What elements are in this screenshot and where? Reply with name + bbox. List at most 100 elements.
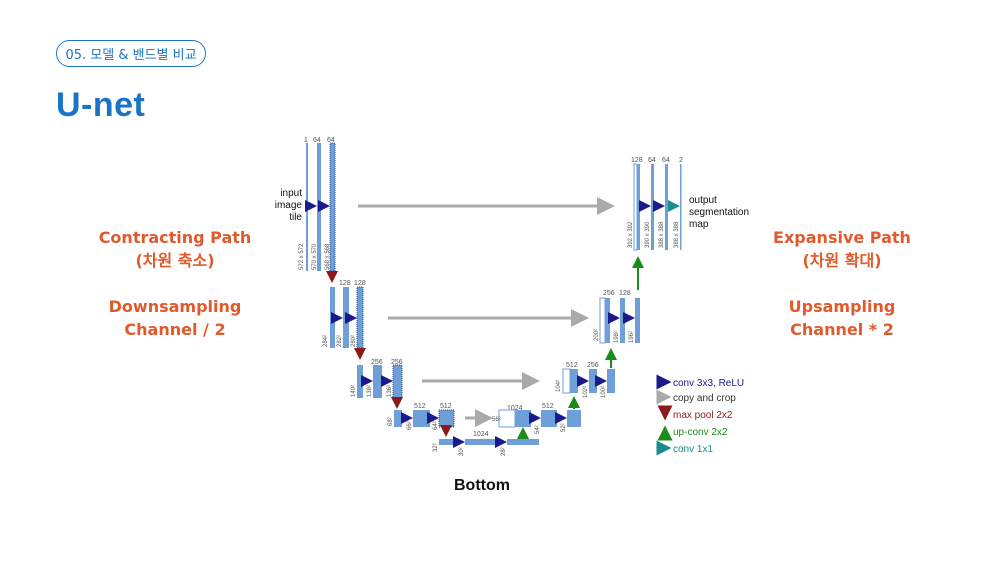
legend-conv1x1-label: conv 1x1	[673, 444, 713, 455]
size-label: 200²	[594, 329, 600, 341]
legend-copy-label: copy and crop	[673, 393, 736, 404]
feature-block	[680, 164, 682, 250]
feature-block	[343, 287, 349, 348]
feature-block	[465, 439, 497, 445]
input-label-line: input	[280, 188, 302, 199]
channel-label: 512	[414, 403, 426, 410]
size-label: 392 x 392	[628, 221, 634, 248]
bottom-label: Bottom	[454, 477, 510, 494]
size-label: 138²	[367, 385, 373, 397]
channel-label: 256	[587, 362, 599, 369]
size-label: 198²	[614, 331, 620, 343]
feature-block	[330, 287, 335, 348]
input-label-line: tile	[289, 212, 302, 223]
legend-upconv-label: up-conv 2x2	[673, 427, 728, 438]
size-label: 30²	[459, 447, 465, 456]
channel-label: 64	[662, 157, 670, 164]
contracting-path-subtitle: (차원 축소)	[135, 251, 215, 270]
feature-block	[329, 142, 336, 272]
size-label: 28²	[501, 447, 507, 456]
page-title: U-net	[56, 86, 146, 124]
feature-block	[620, 298, 625, 343]
channel-label: 64	[648, 157, 656, 164]
channel-label: 128	[631, 157, 643, 164]
expansive-path-subtitle: (차원 확대)	[802, 251, 882, 270]
size-label: 388 x 388	[674, 221, 680, 248]
downsampling-subtitle: Channel / 2	[124, 320, 226, 339]
downsampling-label: Downsampling Channel / 2	[80, 295, 270, 341]
output-label-line: segmentation	[689, 207, 749, 218]
size-label: 54²	[535, 425, 541, 434]
feature-block	[651, 164, 654, 250]
size-label: 104²	[556, 380, 562, 392]
channel-label: 256	[371, 359, 383, 366]
input-label-line: image	[275, 200, 303, 211]
size-label: 52²	[561, 423, 567, 432]
size-label: 196²	[629, 331, 635, 343]
channel-label: 56²	[492, 417, 501, 423]
size-label: 282²	[337, 335, 343, 347]
feature-block	[413, 410, 430, 427]
feature-block	[392, 364, 403, 399]
size-label: 140²	[351, 385, 357, 397]
feature-block	[567, 410, 581, 427]
upsampling-label: Upsampling Channel * 2	[752, 295, 932, 341]
expansive-path-label: Expansive Path (차원 확대)	[752, 226, 932, 272]
feature-block	[515, 410, 531, 427]
channel-label: 512	[542, 403, 554, 410]
feature-block	[605, 298, 610, 343]
feature-block	[507, 439, 539, 445]
channel-label: 256	[603, 290, 615, 297]
feature-block	[589, 369, 597, 393]
feature-block	[306, 143, 308, 271]
size-label: 568 x 568	[325, 243, 331, 270]
channel-label: 256	[391, 359, 403, 366]
output-label-line: output	[689, 195, 717, 206]
section-pill: 05. 모델 & 밴드별 비교	[56, 40, 206, 67]
size-label: 280²	[351, 335, 357, 347]
expansive-path-title: Expansive Path	[773, 228, 911, 247]
size-label: 32²	[433, 443, 439, 452]
channel-label: 1024	[507, 405, 523, 412]
feature-block	[438, 409, 455, 428]
size-label: 102²	[583, 386, 589, 398]
size-label: 570 x 570	[312, 243, 318, 270]
channel-label: 1024	[473, 431, 489, 438]
feature-block	[394, 410, 402, 427]
size-label: 100²	[601, 386, 607, 398]
upsampling-subtitle: Channel * 2	[790, 320, 894, 339]
size-label: 66²	[407, 421, 413, 430]
feature-block	[635, 298, 640, 343]
channel-label: 64	[327, 137, 335, 144]
feature-block	[439, 439, 454, 445]
feature-block	[570, 369, 578, 393]
contracting-path-title: Contracting Path	[98, 228, 252, 247]
size-label: 390 x 390	[645, 221, 651, 248]
feature-block	[357, 365, 363, 398]
channel-label: 512	[566, 362, 578, 369]
legend-conv-label: conv 3x3, ReLU	[673, 378, 744, 389]
size-label: 284²	[323, 335, 329, 347]
channel-label: 512	[440, 403, 452, 410]
output-label-line: map	[689, 219, 709, 230]
upsampling-title: Upsampling	[788, 297, 896, 316]
channel-label: 128	[354, 280, 366, 287]
feature-block	[541, 410, 557, 427]
feature-block	[356, 286, 364, 349]
size-label: 572 x 572	[299, 243, 305, 270]
contracting-path-label: Contracting Path (차원 축소)	[80, 226, 270, 272]
feature-block	[607, 369, 615, 393]
feature-block	[498, 409, 516, 428]
channel-label: 128	[339, 280, 351, 287]
downsampling-title: Downsampling	[108, 297, 242, 316]
feature-block	[637, 164, 640, 250]
channel-label: 1	[304, 137, 308, 144]
feature-block	[599, 297, 606, 344]
size-label: 64²	[433, 421, 439, 430]
channel-label: 128	[619, 290, 631, 297]
size-label: 388 x 388	[659, 221, 665, 248]
feature-block	[562, 368, 571, 394]
feature-block	[633, 163, 638, 251]
size-label: 68²	[388, 417, 394, 426]
